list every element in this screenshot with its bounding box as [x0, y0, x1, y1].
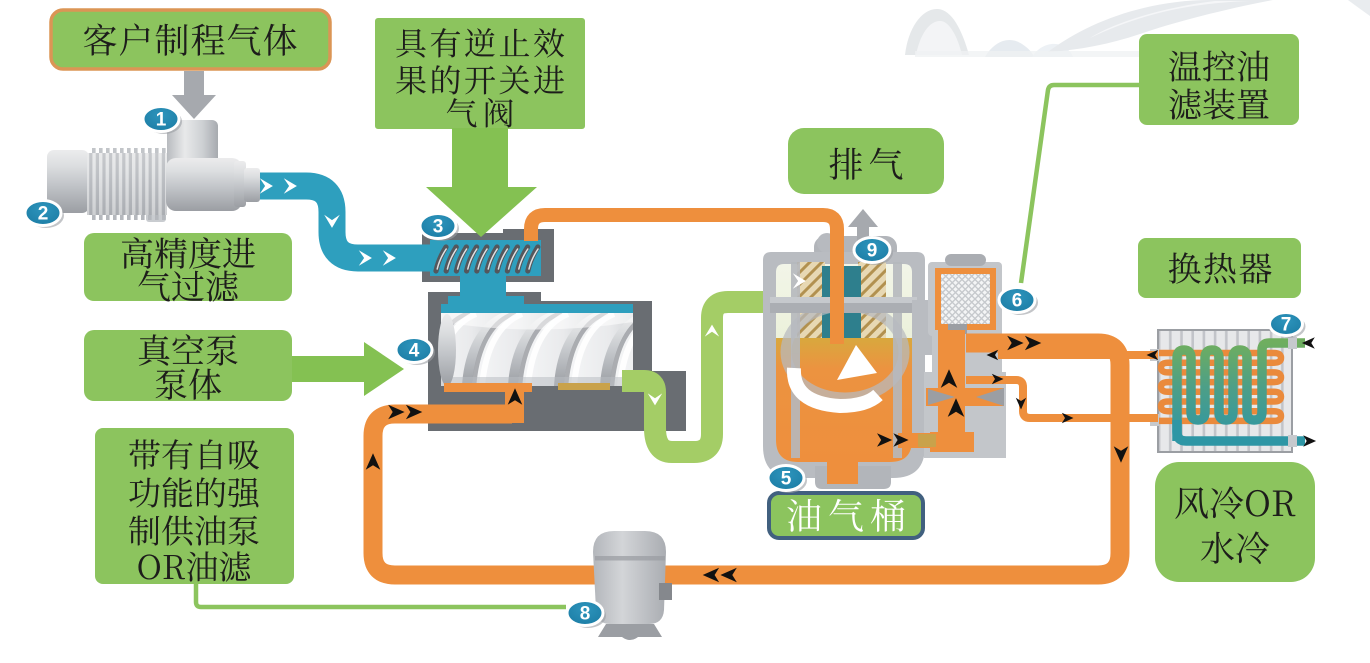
svg-text:7: 7: [1281, 315, 1292, 336]
svg-text:9: 9: [867, 241, 878, 262]
svg-text:4: 4: [409, 341, 420, 362]
svg-text:8: 8: [580, 604, 591, 625]
svg-text:1: 1: [156, 110, 167, 131]
svg-text:6: 6: [1012, 291, 1023, 312]
svg-text:2: 2: [38, 204, 49, 225]
svg-text:3: 3: [433, 217, 444, 238]
svg-text:5: 5: [781, 469, 792, 490]
